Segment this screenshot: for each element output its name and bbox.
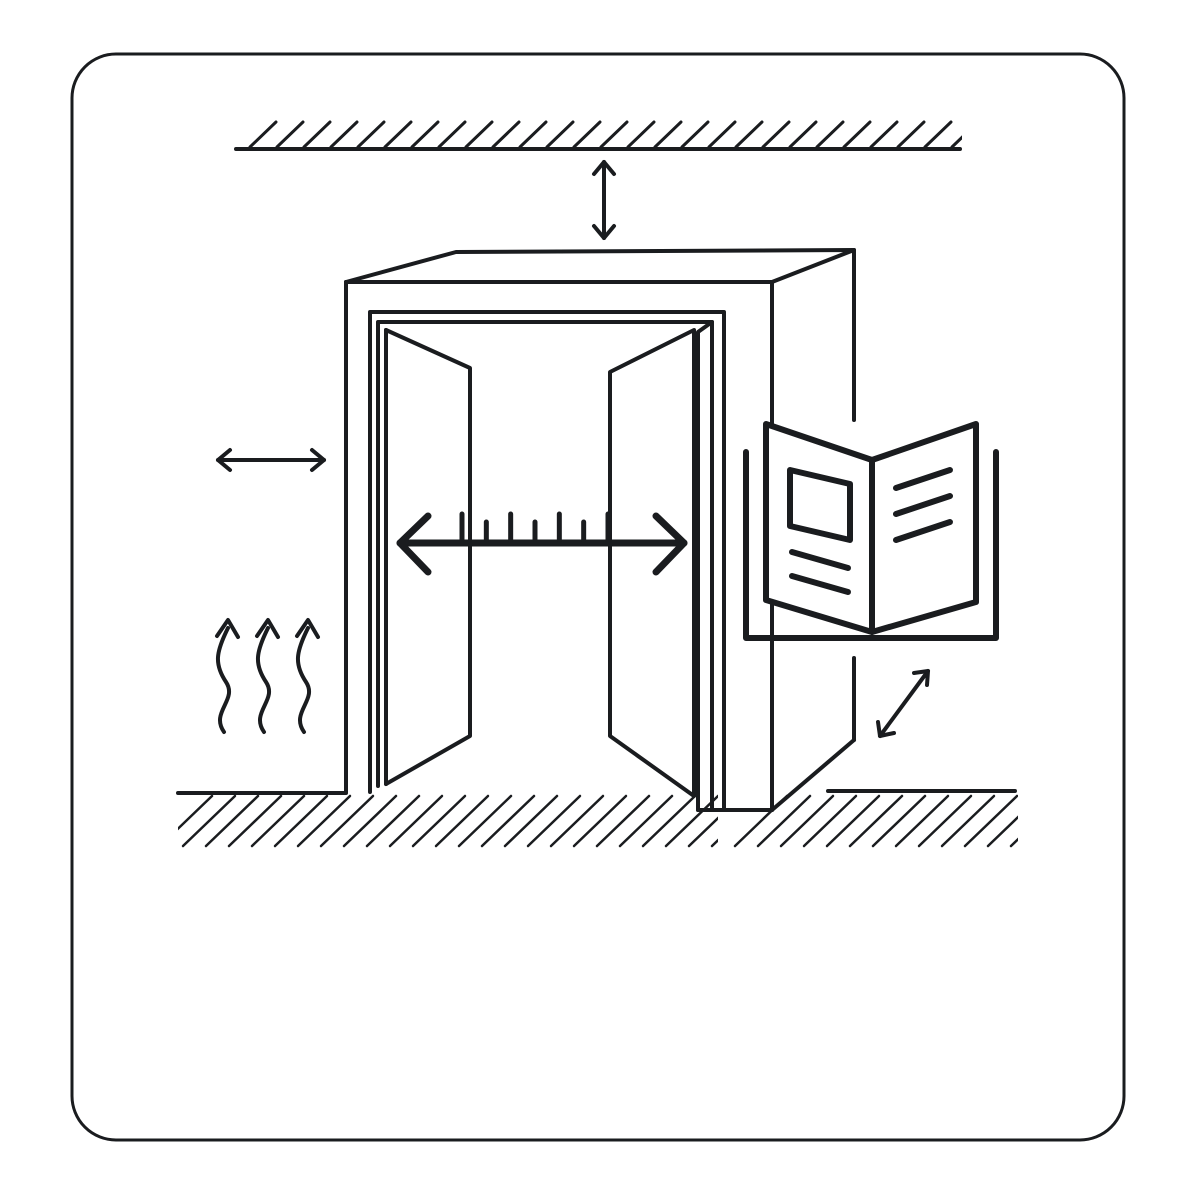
ceiling-hatch-line — [572, 120, 602, 149]
ceiling-hatch-line — [383, 120, 413, 149]
floor-hatch-line — [319, 794, 375, 848]
ceiling-hatch-line — [437, 120, 467, 149]
floor-hatch-line — [411, 794, 467, 848]
floor-hatch-line — [802, 794, 858, 848]
floor-hatch-line — [618, 794, 674, 848]
ceiling-hatch-line — [302, 120, 332, 149]
floor-hatched — [176, 789, 1086, 848]
floor-hatch-line — [457, 794, 513, 848]
ceiling-hatch-line — [410, 120, 440, 149]
door-width-measure — [396, 511, 688, 576]
floor-hatch-line — [388, 794, 444, 848]
ceiling-hatch-line — [356, 120, 386, 149]
appliance-cabinet — [344, 248, 856, 812]
top-clearance-arrow — [592, 160, 616, 240]
open-manual-icon — [743, 421, 999, 641]
ceiling-hatch-line — [761, 120, 791, 149]
floor-hatch-line — [641, 794, 697, 848]
floor-hatch-line — [1009, 837, 1018, 848]
ceiling-hatch-line — [869, 120, 899, 149]
ceiling-hatch-line — [950, 135, 962, 149]
floor-hatch-line — [503, 794, 559, 848]
ceiling-hatch-line — [923, 120, 953, 149]
floor-hatch-line — [549, 794, 605, 848]
rising-heat-icon — [215, 618, 320, 734]
floor-hatch-line — [687, 816, 718, 848]
floor-hatch-line — [779, 794, 835, 848]
heat-wave — [255, 618, 280, 734]
ceiling-hatch-line — [680, 120, 710, 149]
heat-wave — [215, 618, 240, 734]
floor-hatch-line — [572, 794, 628, 848]
ceiling-hatch-line — [734, 120, 764, 149]
ceiling-hatch-line — [896, 120, 926, 149]
floor-hatch-line — [917, 794, 973, 848]
ceiling-hatch-line — [626, 120, 656, 149]
floor-hatch-line — [871, 794, 927, 848]
floor-hatch-line — [434, 794, 490, 848]
floor-hatch-line — [595, 794, 651, 848]
floor-hatch-line — [273, 794, 329, 848]
floor-hatch-line — [756, 794, 812, 848]
floor-hatch-line — [204, 794, 260, 848]
ceiling-hatch-line — [545, 120, 575, 149]
ceiling-hatch-line — [248, 120, 278, 149]
floor-hatch-line — [664, 794, 718, 848]
ceiling-hatch-line — [788, 120, 818, 149]
floor-hatch-line — [710, 838, 718, 848]
floor-hatch-line — [181, 794, 237, 848]
side-clearance-arrow — [216, 448, 326, 472]
heat-wave — [295, 618, 320, 734]
ceiling-hatch-line — [653, 120, 683, 149]
floor-hatch-line — [848, 794, 904, 848]
floor-hatch-line — [825, 794, 881, 848]
open-double-doors — [384, 328, 696, 798]
ceiling-hatch-line — [329, 120, 359, 149]
floor-hatch-line — [480, 794, 536, 848]
ceiling-hatch-line — [599, 120, 629, 149]
floor-hatch-line — [526, 794, 582, 848]
floor-hatch-line — [986, 815, 1018, 848]
floor-hatch-line — [963, 794, 1018, 848]
ceiling-hatched — [234, 120, 1005, 151]
floor-hatch-line — [250, 794, 306, 848]
rounded-border — [70, 52, 1126, 1142]
floor-hatch-line — [1034, 796, 1086, 846]
floor-hatch-line — [178, 794, 214, 831]
ceiling-hatch-line — [842, 120, 872, 149]
floor-hatch-line — [894, 794, 950, 848]
ceiling-hatch-line — [275, 120, 305, 149]
floor-hatch-line — [342, 794, 398, 848]
ceiling-hatch-line — [707, 120, 737, 149]
ceiling-hatch-line — [518, 120, 548, 149]
ceiling-hatch-line — [464, 120, 494, 149]
ceiling-hatch-line — [815, 120, 845, 149]
floor-hatch-line — [940, 794, 996, 848]
ceiling-hatch-line — [491, 120, 521, 149]
floor-hatch-line — [227, 794, 283, 848]
floor-hatch-line — [296, 794, 352, 848]
ceiling-hatch-line — [979, 122, 1005, 147]
floor-hatch-line — [365, 794, 421, 848]
rear-clearance-arrow — [876, 669, 930, 738]
